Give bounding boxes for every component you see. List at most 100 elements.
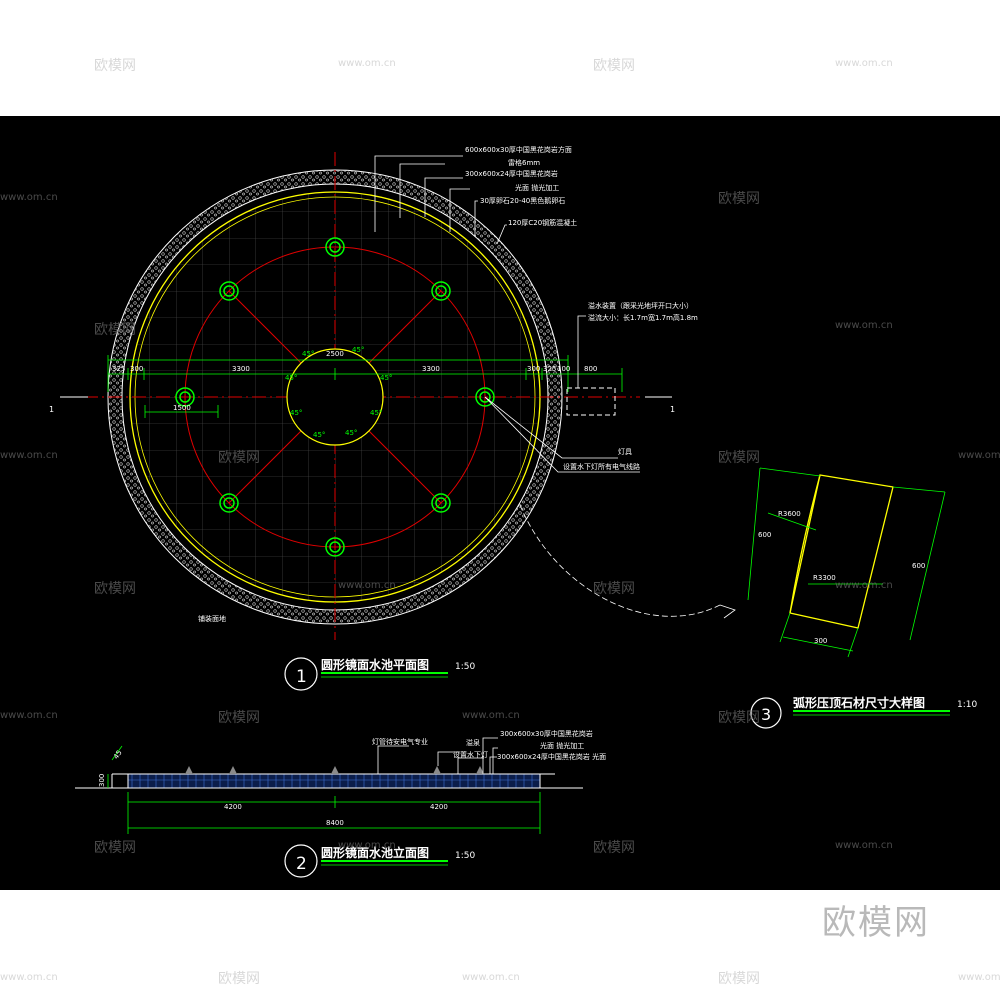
detail-number-circle: [750, 697, 782, 729]
section-mark-left: 1: [49, 405, 54, 414]
elevation-view: 4200 4200 8400 300 45 灯管待安电气专业 溢泉 设置水下灯 …: [75, 729, 606, 878]
plan-title: 圆形镜面水池平面图: [321, 657, 429, 672]
plan-callout: 600x600x30厚中国黑花岗岩方面: [465, 145, 572, 154]
dim-left-a: 325: [112, 365, 125, 373]
angle-label: 45°: [302, 350, 314, 358]
elev-number: 2: [296, 854, 307, 874]
pool-wall: [127, 773, 541, 789]
watermark-url: www.om.cn: [338, 580, 396, 591]
watermark-logo: 欧模网: [718, 971, 760, 987]
watermark-logo: 欧模网: [94, 840, 136, 856]
overflow-box: [566, 387, 616, 416]
plan-callout: 30厚卵石20-40黑色鹅卵石: [480, 196, 565, 205]
cad-drawing: 45° 45° 45° 45° 45° 45° 45° 45° 250: [0, 145, 1000, 878]
dim-left-c: 3300: [232, 365, 250, 373]
plan-callout: 光面 抛光加工: [515, 183, 559, 192]
lamp-group: [175, 237, 495, 557]
angle-label: 45°: [370, 409, 382, 417]
watermark-url: www.om.cn: [835, 58, 893, 69]
detail-dim-width: 300: [814, 637, 827, 645]
watermark-logo: 欧模网: [593, 581, 635, 597]
watermark-url: www.om.cn: [835, 320, 893, 331]
watermark-url: www.om.cn: [835, 840, 893, 851]
angle-label: 45°: [345, 429, 357, 437]
angle-label: 45°: [380, 374, 392, 382]
elev-callout: 灯管待安电气专业: [372, 737, 428, 746]
watermark-url: www.om.cn: [835, 580, 893, 591]
plan-number-circle: [284, 657, 318, 691]
watermark-logo: 欧模网: [718, 191, 760, 207]
detail-view: R3600 R3300 300 600 600 3 弧形压顶石材尺寸大样图 1:…: [747, 467, 977, 729]
dim-right-c: 3300: [422, 365, 440, 373]
section-mark-right: 1: [670, 405, 675, 414]
elev-scale: 1:50: [455, 851, 475, 861]
elev-dim-height: 300: [98, 774, 106, 787]
plan-callout: 雷格6mm: [508, 158, 540, 167]
watermark-logo: 欧模网: [94, 581, 136, 597]
plan-callout: 300x600x24厚中国黑花岗岩: [465, 169, 558, 178]
center-fountain-circle: [286, 348, 384, 446]
detail-dim-right: 600: [912, 562, 925, 570]
plan-scale: 1:50: [455, 662, 475, 672]
watermark-url: www.om.cn: [338, 58, 396, 69]
watermark-logo: 欧模网: [218, 971, 260, 987]
dim-drain-a: 100: [557, 365, 570, 373]
drain-callout: 溢流大小：长1.7m宽1.7m高1.8m: [588, 313, 698, 322]
angle-label: 45°: [352, 346, 364, 354]
watermark-url: www.om.cn: [958, 450, 1000, 461]
dim-left-b: 300: [130, 365, 143, 373]
dim-center-label: 2500: [326, 350, 344, 358]
watermark-url: www.om.cn: [462, 710, 520, 721]
watermark-logo: 欧模网: [218, 710, 260, 726]
plan-callout: 120厚C20钢筋混凝土: [508, 218, 577, 227]
detail-radius-outer: R3600: [778, 510, 801, 518]
watermark-url: www.om.cn: [338, 840, 396, 851]
angle-label: 45°: [313, 431, 325, 439]
coping-stone-outline: [789, 474, 894, 629]
elev-callout: 300x600x30厚中国黑花岗岩: [500, 729, 593, 738]
elev-callout: 设置水下灯: [453, 750, 488, 759]
detail-scale: 1:10: [957, 700, 977, 710]
lamp-note: 设置水下灯所有电气线路: [563, 462, 640, 471]
elev-callout: 溢泉: [466, 738, 480, 747]
angle-label: 45°: [285, 374, 297, 382]
elev-number-circle: [284, 844, 318, 878]
watermark-url: www.om.cn: [0, 192, 58, 203]
elev-callout: 光面 抛光加工: [540, 741, 584, 750]
watermark-url: www.om.cn: [0, 710, 58, 721]
lamp-label: 灯具: [618, 447, 632, 456]
detail-leader-curve: [519, 504, 721, 617]
bottom-margin: 欧模网 欧模网 www.om.cn www.om.cn www.om.cn: [0, 890, 1000, 1000]
watermark-logo: 欧模网: [593, 58, 635, 74]
plan-view: 45° 45° 45° 45° 45° 45° 45° 45° 250: [49, 145, 736, 691]
watermark-url: www.om.cn: [0, 450, 58, 461]
dim-right-a: 325: [543, 365, 556, 373]
watermark-url: www.om.cn: [958, 972, 1000, 983]
cad-drawing-canvas: 45° 45° 45° 45° 45° 45° 45° 45° 250: [0, 116, 1000, 890]
dim-1500: 1500: [173, 404, 191, 412]
angle-label: 45°: [290, 409, 302, 417]
detail-title: 弧形压顶石材尺寸大样图: [793, 695, 925, 710]
elev-dim-top: 45: [112, 749, 124, 761]
detail-radius-inner: R3300: [813, 574, 836, 582]
top-margin: 欧模网 欧模网 www.om.cn www.om.cn: [0, 0, 1000, 116]
watermark-logo: 欧模网: [593, 840, 635, 856]
elev-title: 圆形镜面水池立面图: [321, 845, 429, 860]
elev-callout: 300x600x24厚中国黑花岗岩 光面: [497, 752, 606, 761]
detail-number: 3: [761, 705, 771, 724]
watermark-url: www.om.cn: [0, 972, 58, 983]
drain-callout: 溢水装置（跟采光地坪开口大小）: [588, 301, 693, 310]
watermark-logo: 欧模网: [94, 58, 136, 74]
plan-number: 1: [296, 667, 307, 687]
watermark-logo: 欧模网: [718, 450, 760, 466]
watermark-logo: 欧模网: [218, 450, 260, 466]
elev-dim-right: 4200: [430, 803, 448, 811]
paving-label: 铺装面地: [198, 614, 226, 623]
detail-dim-left: 600: [758, 531, 771, 539]
brand-watermark: 欧模网: [822, 903, 930, 943]
elev-dim-total: 8400: [326, 819, 344, 827]
watermark-logo: 欧模网: [718, 710, 760, 726]
dim-right-b: 300: [527, 365, 540, 373]
watermark-url: www.om.cn: [462, 972, 520, 983]
watermark-logo: 欧模网: [94, 322, 136, 338]
